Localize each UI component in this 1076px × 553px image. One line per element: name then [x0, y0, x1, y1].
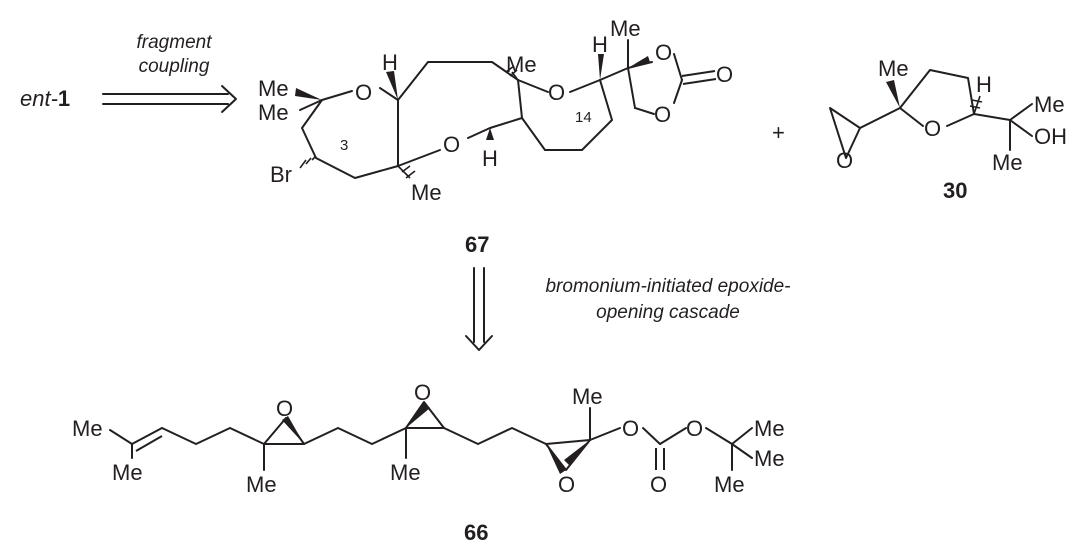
- c30-me-3: Me: [992, 150, 1023, 175]
- c30-o-1: O: [924, 116, 941, 141]
- c67-o-1: O: [355, 80, 372, 105]
- c66-o-1: O: [276, 396, 293, 421]
- c30-h: H: [976, 72, 992, 97]
- c67-h-1: H: [382, 50, 398, 75]
- c66-o-4: O: [622, 416, 639, 441]
- compound-66-label: 66: [464, 520, 488, 545]
- c67-me-4: Me: [506, 52, 537, 77]
- c66-me-7: Me: [754, 446, 785, 471]
- c66-o-3: O: [558, 472, 575, 497]
- c66-o-6: O: [650, 472, 667, 497]
- c66-me-1: Me: [72, 416, 103, 441]
- c67-me-2: Me: [258, 100, 289, 125]
- c30-me-1: Me: [878, 56, 909, 81]
- c67-br: Br: [270, 162, 292, 187]
- c66-me-3: Me: [246, 472, 277, 497]
- c30-o-2: O: [836, 148, 853, 173]
- c66-o-2: O: [414, 380, 431, 405]
- c67-me-3: Me: [411, 180, 442, 205]
- plus-sign: +: [772, 120, 785, 145]
- step2-line1: bromonium-initiated epoxide-: [545, 276, 790, 297]
- compound-30-label: 30: [943, 178, 967, 203]
- c67-o-2: O: [443, 132, 460, 157]
- c67-o-4: O: [655, 40, 672, 65]
- c67-h-3: H: [592, 32, 608, 57]
- c67-me-5: Me: [610, 16, 641, 41]
- compound-66-structure: [109, 401, 753, 474]
- step1-line2: coupling: [139, 56, 210, 77]
- c67-num-3: 3: [340, 137, 348, 154]
- c67-me-1: Me: [258, 76, 289, 101]
- retro-arrow-down: [465, 267, 493, 351]
- c67-num-14: 14: [575, 109, 592, 126]
- c67-o-3: O: [548, 80, 565, 105]
- compound-30-structure: [829, 69, 1033, 159]
- step2-line2: opening cascade: [596, 302, 740, 323]
- c30-oh: OH: [1034, 124, 1067, 149]
- retro-arrow-top: [102, 85, 237, 113]
- c67-h-2: H: [482, 146, 498, 171]
- compound-67-label: 67: [465, 232, 489, 257]
- c67-o-6: O: [716, 62, 733, 87]
- c66-o-5: O: [686, 416, 703, 441]
- c66-me-4: Me: [390, 460, 421, 485]
- compound-67-structure: [295, 39, 717, 179]
- c66-me-2: Me: [112, 460, 143, 485]
- c30-me-2: Me: [1034, 92, 1065, 117]
- step1-line1: fragment: [137, 32, 213, 53]
- c66-me-8: Me: [714, 472, 745, 497]
- reactant-label: ent-1: [20, 86, 70, 111]
- c66-me-5: Me: [572, 384, 603, 409]
- c66-me-6: Me: [754, 416, 785, 441]
- c67-o-5: O: [654, 102, 671, 127]
